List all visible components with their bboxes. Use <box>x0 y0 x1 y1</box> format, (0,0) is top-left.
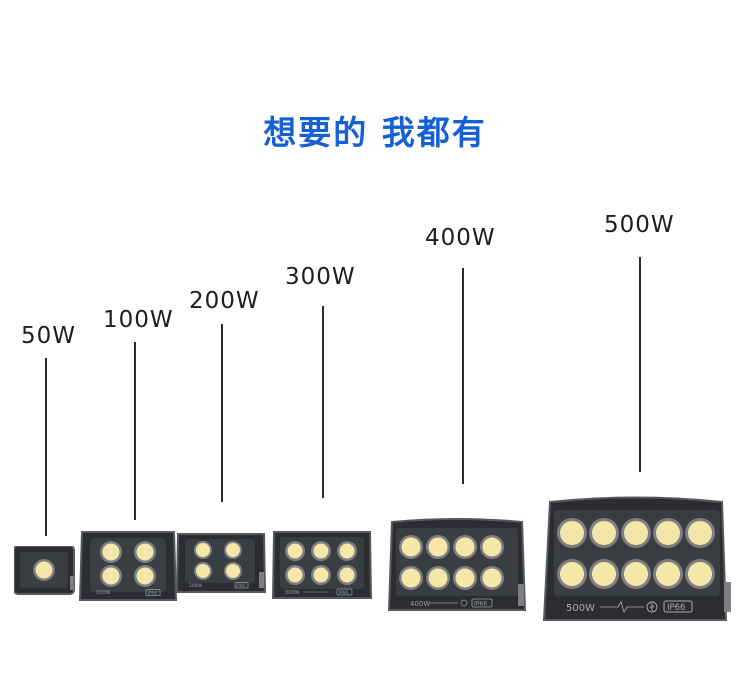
badge-400w: IP66 <box>474 601 487 608</box>
pointer-line-500w <box>639 257 641 472</box>
floodlight-100w: 100W IP66 <box>78 530 178 610</box>
floodlight-200w: 200W IP66 <box>175 532 267 598</box>
face-text-100w: 100W <box>96 590 111 596</box>
label-500w: 500W <box>604 212 675 238</box>
face-text-500w: 500W <box>566 603 595 614</box>
badge-300w: IP66 <box>339 590 349 596</box>
pointer-line-100w <box>134 342 136 520</box>
pointer-line-300w <box>322 306 324 498</box>
floodlight-50w <box>14 546 76 598</box>
label-50w: 50W <box>21 323 77 349</box>
label-300w: 300W <box>285 264 356 290</box>
pointer-line-400w <box>462 268 464 484</box>
pointer-line-200w <box>221 324 223 502</box>
label-400w: 400W <box>425 225 496 251</box>
floodlight-500w: 500W IP66 <box>540 496 736 628</box>
led-chip <box>35 561 53 579</box>
label-100w: 100W <box>103 307 174 333</box>
pointer-line-50w <box>45 358 47 536</box>
face-text-300w: 300W <box>285 590 300 596</box>
bolt-icon <box>460 599 468 607</box>
face-text-400w: 400W <box>410 600 430 608</box>
floodlight-300w: 300W IP66 <box>271 530 373 604</box>
label-200w: 200W <box>189 288 260 314</box>
badge-500w: IP66 <box>667 603 685 613</box>
floodlight-400w: 400W IP66 <box>386 518 528 618</box>
bolt-icon <box>646 601 658 613</box>
badge-200w: IP66 <box>236 583 245 588</box>
face-text-200w: 200W <box>189 583 203 589</box>
badge-100w: IP66 <box>148 591 158 597</box>
headline: 想要的 我都有 <box>263 113 487 152</box>
